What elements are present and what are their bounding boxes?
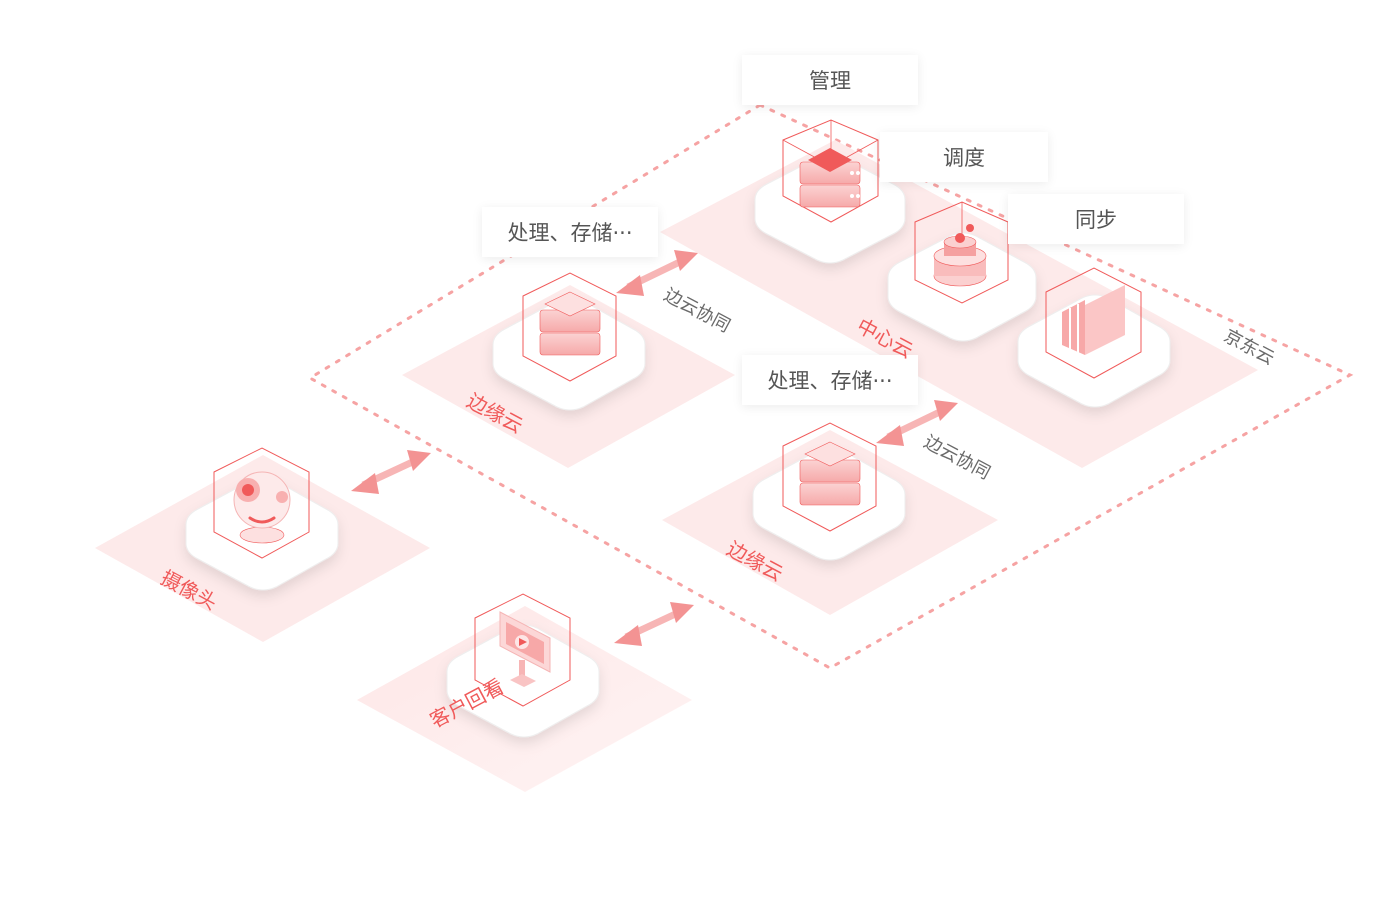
jd-cloud-boundary [307, 103, 1354, 670]
process-store-label-2: 处理、存储··· [742, 355, 918, 405]
server-stack-icon-1 [522, 272, 617, 382]
rack-cabinet-icon [1045, 267, 1142, 379]
monitor-play-icon [474, 593, 571, 707]
edge-cloud-collab-arrow-2 [876, 400, 958, 446]
sync-label: 同步 [1008, 194, 1184, 244]
arrows [351, 250, 958, 646]
server-stack-icon-2 [782, 422, 877, 532]
manage-label: 管理 [742, 55, 918, 105]
schedule-label: 调度 [880, 132, 1048, 182]
camera-edge-arrow [351, 450, 431, 494]
disk-stack-icon [914, 201, 1009, 304]
chip-server-icon [782, 119, 879, 223]
playback-arrow [614, 602, 694, 646]
edge-cloud-collab-arrow-1 [616, 250, 698, 296]
process-store-label-1: 处理、存储··· [482, 207, 658, 257]
webcam-icon [213, 447, 310, 559]
